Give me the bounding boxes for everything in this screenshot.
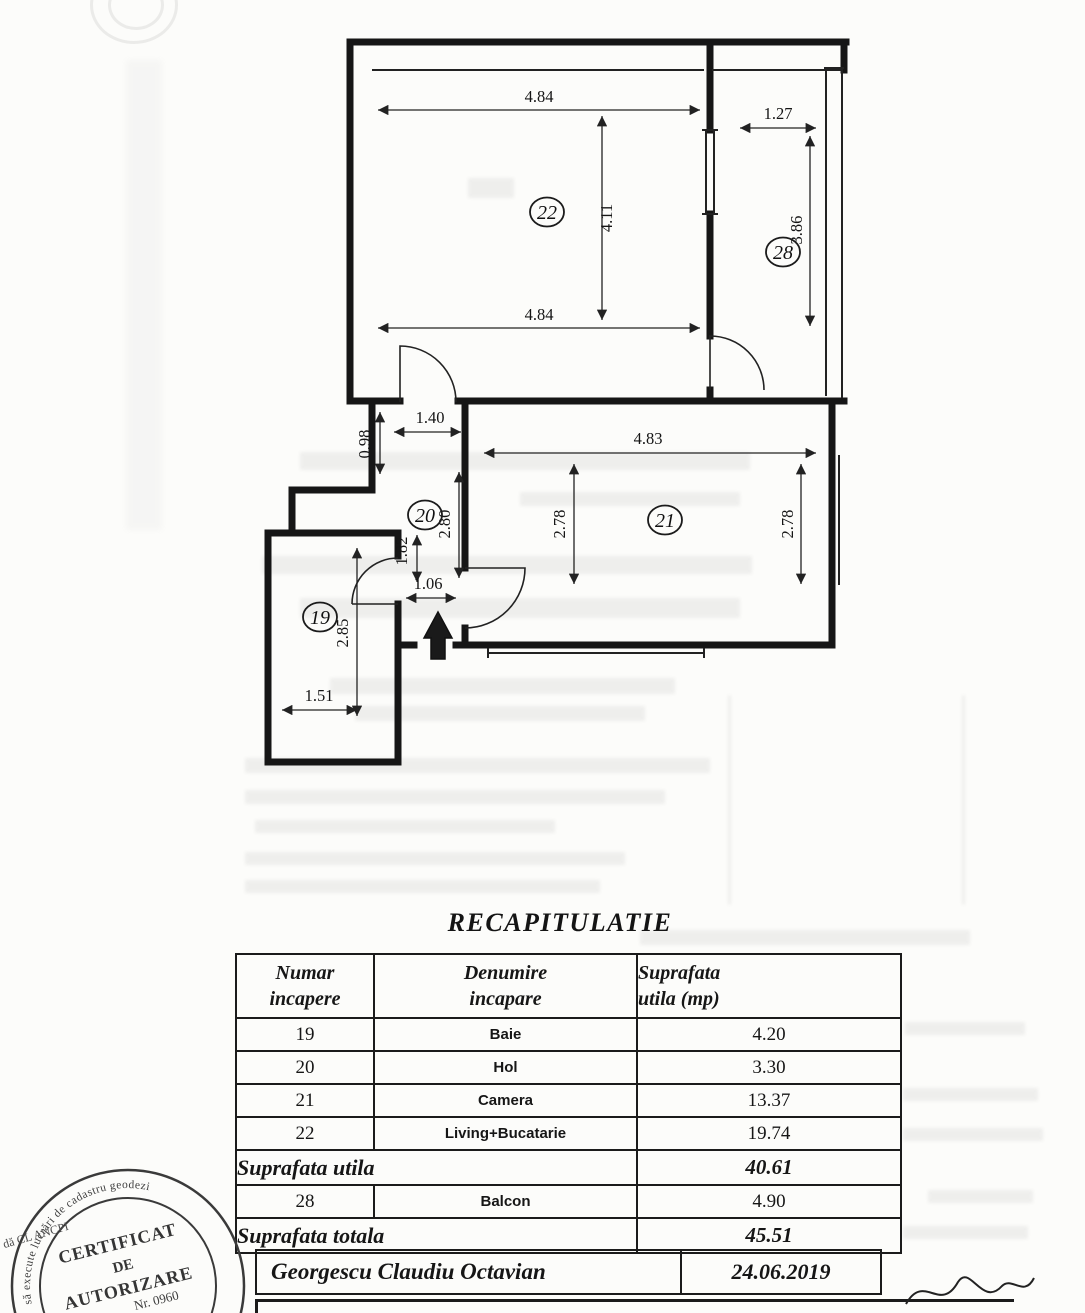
room-number-cell: 22 (235, 1116, 375, 1151)
bleed-artifact (126, 60, 162, 530)
header-suprafata: Suprafata utila (mp) (636, 953, 902, 1019)
certification-stamp: să execute lucrări de cadastru geodezi C… (0, 1168, 246, 1313)
dim-living-bottom: 4.84 (525, 305, 554, 324)
room-name-cell: Living+Bucatarie (373, 1116, 638, 1151)
signature-mark (905, 1276, 1035, 1305)
dim-baie-width: 1.51 (305, 686, 334, 705)
room-name-cell: Camera (373, 1083, 638, 1118)
subtotal-value: 40.61 (636, 1149, 902, 1186)
bleed-artifact (928, 1190, 1033, 1203)
bleed-artifact (640, 930, 970, 945)
door-living-to-balcon (709, 335, 765, 391)
dim-living-top: 4.84 (525, 87, 554, 106)
bleed-artifact (903, 1128, 1043, 1141)
room-area-cell: 4.20 (636, 1017, 902, 1052)
room-area-cell: 13.37 (636, 1083, 902, 1118)
stamp-outer-ring (10, 1168, 246, 1313)
table-row: 28 Balcon 4.90 (235, 1184, 902, 1219)
walls (264, 38, 850, 766)
dim-living-height: 4.11 (597, 204, 616, 232)
room-label-balcon: 28 (773, 242, 793, 264)
bleed-artifact (903, 1226, 1028, 1239)
doors (351, 335, 765, 629)
stamp-line-2: DE (111, 1256, 135, 1277)
room-area-cell: 4.90 (636, 1184, 902, 1219)
bleed-artifact (255, 820, 555, 833)
table-row: 19 Baie 4.20 (235, 1017, 902, 1052)
dim-balcon-height: 3.86 (787, 216, 806, 245)
recap-table: Numar incapere Denumire incapare Suprafa… (235, 953, 902, 1254)
total-value: 45.51 (636, 1217, 902, 1254)
room-name-cell: Balcon (373, 1184, 638, 1219)
dim-camera-height-right: 2.78 (778, 510, 797, 539)
room-name-cell: Hol (373, 1050, 638, 1085)
subtotal-label: Suprafata utila (235, 1149, 638, 1186)
dim-hol-lower-height: 1.82 (392, 537, 411, 566)
document-date: 24.06.2019 (731, 1259, 831, 1284)
dim-hol-height: 2.80 (435, 510, 454, 539)
bleed-artifact (355, 706, 645, 721)
header-numar: Numar incapere (235, 953, 375, 1019)
door-hol-to-living (399, 345, 457, 403)
dim-hol-top-height: 0.98 (355, 430, 374, 459)
dim-camera-width: 4.83 (634, 429, 663, 448)
bleed-artifact (245, 790, 665, 804)
header-denumire: Denumire incapare (373, 953, 638, 1019)
total-row: Suprafata totala 45.51 (235, 1217, 902, 1254)
room-number-cell: 21 (235, 1083, 375, 1118)
dim-entry-width: 1.06 (414, 574, 443, 593)
bleed-artifact (330, 678, 675, 694)
bleed-artifact (468, 178, 514, 198)
room-labels: 22 28 20 21 19 (302, 196, 801, 633)
room-number-cell: 19 (235, 1017, 375, 1052)
dimension-lines: 4.84 4.11 4.84 1.27 3.86 1.40 0.98 4.83 … (282, 87, 816, 716)
floor-plan: 4.84 4.11 4.84 1.27 3.86 1.40 0.98 4.83 … (264, 38, 850, 766)
subtotal-row: Suprafata utila 40.61 (235, 1149, 902, 1186)
entrance-arrow (422, 610, 454, 660)
recap-title: RECAPITULATIE (447, 908, 673, 937)
table-row: 21 Camera 13.37 (235, 1083, 902, 1118)
dim-baie-height: 2.85 (333, 619, 352, 648)
room-label-camera: 21 (655, 510, 675, 532)
table-row: 22 Living+Bucatarie 19.74 (235, 1116, 902, 1151)
bleed-artifact (245, 880, 600, 893)
bleed-artifact (245, 852, 625, 865)
dim-hol-top-width: 1.40 (416, 408, 445, 427)
room-label-living: 22 (537, 202, 557, 224)
total-label: Suprafata totala (235, 1217, 638, 1254)
header-row: Numar incapere Denumire incapare Suprafa… (235, 953, 902, 1019)
room-label-hol: 20 (415, 505, 435, 527)
room-name-cell: Baie (373, 1017, 638, 1052)
door-hol-to-camera (464, 567, 526, 629)
windows (372, 67, 844, 658)
partial-next-row (255, 1299, 1014, 1313)
signature-row: Georgescu Claudiu Octavian 24.06.2019 (255, 1249, 882, 1295)
bleed-artifact (728, 695, 731, 905)
room-area-cell: 19.74 (636, 1116, 902, 1151)
room-label-baie: 19 (310, 607, 330, 629)
room-area-cell: 3.30 (636, 1050, 902, 1085)
room-number-cell: 28 (235, 1184, 375, 1219)
dim-balcon-width: 1.27 (764, 104, 793, 123)
bleed-artifact (905, 1022, 1025, 1035)
dim-camera-height-left: 2.78 (550, 510, 569, 539)
room-number-cell: 20 (235, 1050, 375, 1085)
surveyor-name: Georgescu Claudiu Octavian (257, 1251, 682, 1293)
bleed-artifact (903, 1088, 1038, 1101)
stamp-inner-ring (39, 1197, 217, 1313)
bleed-artifact (962, 695, 965, 905)
table-row: 20 Hol 3.30 (235, 1050, 902, 1085)
